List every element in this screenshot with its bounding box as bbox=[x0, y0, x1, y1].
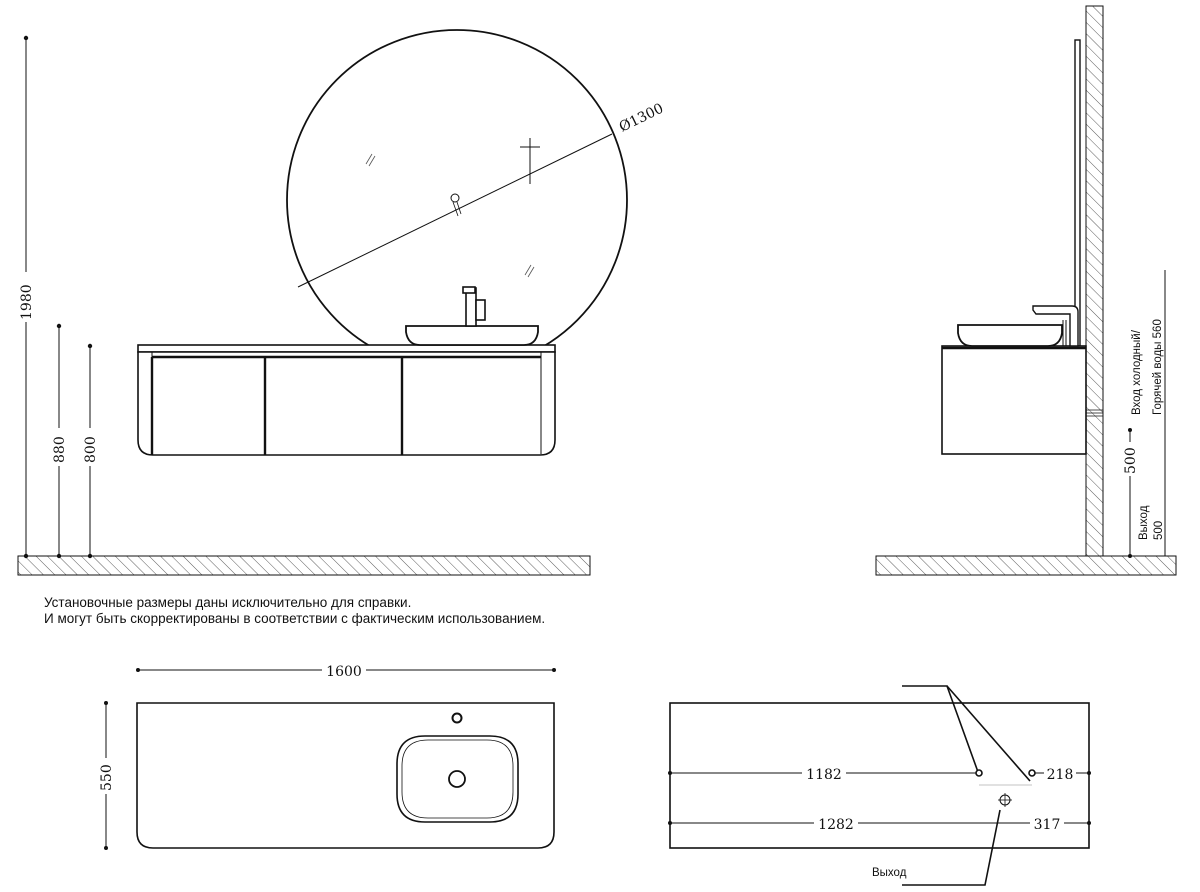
mirror-glint-icon bbox=[365, 153, 535, 278]
inlet-point-right bbox=[1028, 769, 1036, 777]
top-view: 1600 550 bbox=[97, 662, 556, 850]
note-line-1: Установочные размеры даны исключительно … bbox=[44, 595, 411, 610]
outlet-label-1: Выход bbox=[1138, 505, 1150, 540]
floor-hatch-side bbox=[875, 555, 1177, 576]
dim-1980: 1980 bbox=[19, 284, 35, 320]
dim-diameter: Ø1300 bbox=[617, 101, 666, 136]
outlet-mark-icon bbox=[998, 793, 1012, 807]
dim-1182: 1182 bbox=[806, 767, 842, 783]
plan-outline bbox=[669, 702, 1090, 849]
side-view: 500 Вход холодный/ Горячей воды 560 Выхо… bbox=[875, 5, 1177, 576]
inlet-point-left bbox=[975, 769, 983, 777]
basin-side bbox=[957, 324, 1063, 347]
inlet-label-2: Горячей воды 560 bbox=[1152, 319, 1164, 415]
dim-317: 317 bbox=[1034, 817, 1061, 833]
mirror-side bbox=[1074, 39, 1081, 347]
dim-218: 218 bbox=[1047, 767, 1074, 783]
outlet-label-2: 500 bbox=[1153, 521, 1165, 540]
dim-880: 880 bbox=[52, 436, 68, 463]
crosshair-icon bbox=[520, 138, 540, 184]
note-line-2: И могут быть скорректированы в соответст… bbox=[44, 611, 545, 626]
wall-hatch bbox=[1085, 5, 1104, 557]
outlet-label: Выход bbox=[872, 867, 907, 879]
round-mirror bbox=[286, 29, 628, 371]
drain-hole bbox=[448, 770, 466, 788]
diameter-line bbox=[297, 133, 613, 288]
inlet-label-1: Вход холодный/ bbox=[1131, 329, 1143, 415]
countertop-front bbox=[137, 344, 556, 353]
dim-800: 800 bbox=[83, 436, 99, 463]
front-view: 1980 880 800 Ø1300 bbox=[17, 29, 666, 576]
note-block: Установочные размеры даны исключительно … bbox=[44, 595, 545, 626]
dim-1282: 1282 bbox=[818, 817, 854, 833]
dim-500: 500 bbox=[1123, 447, 1139, 474]
faucet-side bbox=[1032, 305, 1079, 347]
center-mark-icon bbox=[450, 193, 462, 217]
plan-view: 1182 218 1282 317 Выход bbox=[668, 685, 1091, 886]
tap-hole bbox=[451, 712, 463, 724]
basin-front bbox=[405, 325, 539, 346]
cabinet-side bbox=[941, 345, 1087, 455]
cabinet-front bbox=[137, 351, 556, 456]
faucet-front bbox=[462, 286, 486, 327]
dim-1600: 1600 bbox=[326, 664, 362, 680]
floor-hatch-front bbox=[17, 555, 591, 576]
dim-550: 550 bbox=[99, 764, 115, 791]
